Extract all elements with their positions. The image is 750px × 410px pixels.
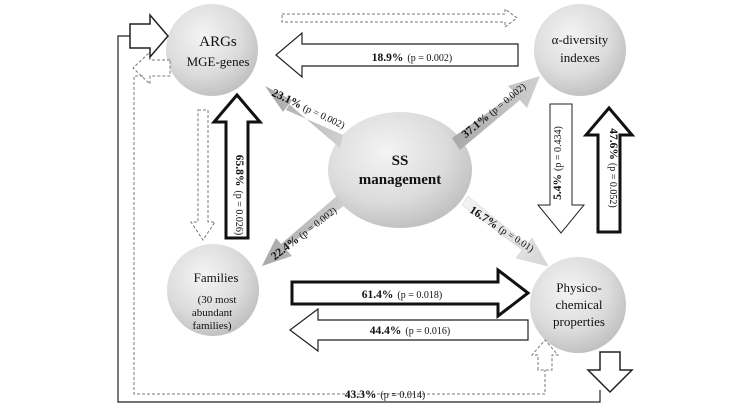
label-physico-to-args: 43.3%(p = 0.014) [345,389,425,401]
dashed-arrow-args-to-alpha [281,8,518,28]
label-alpha-to-physico: 5.4%(p = 0.434) [552,126,564,200]
label-ss-to-physico: 16.7%(p = 0.01) [467,204,536,255]
arrow-ss-to-physico [461,195,549,267]
mge-genes-label: MGE-genes [187,54,250,69]
label-ss-to-alpha: 37.1%(p = 0.002) [460,81,529,141]
arrow-ss-to-alpha [452,76,540,150]
arrow-alpha-to-args [275,31,519,79]
physico-label-1: Physico- [556,280,602,295]
label-physico-to-alpha: 47.6%(p = 0.052) [607,128,619,207]
arrow-alpha-to-physico [536,103,586,234]
arrow-ss-to-args [265,86,343,148]
families-sub1: (30 most [198,294,237,306]
families-sub2: abundant [192,307,232,319]
ss-label: SS [392,153,409,169]
arrow-loop-into-args [129,12,169,60]
physico-label-3: properties [553,314,605,329]
physico-chemical-node [530,257,626,353]
arrow-families-to-physico [290,266,531,320]
label-families-to-physico: 61.4%(p = 0.018) [362,289,442,301]
dashed-arrow-args-to-families [190,109,216,241]
arrow-out-of-physico [586,351,634,394]
families-node [167,244,259,336]
alpha-label: α-diversity [552,32,609,47]
arrow-physico-to-alpha [582,105,636,234]
alpha-diversity-node [534,4,626,96]
ss-management-node [328,112,472,228]
arrow-physico-to-families [289,307,529,353]
loop-line-physico-to-args [117,35,601,403]
management-label: management [359,172,442,188]
families-sub3: families) [192,320,231,332]
dashed-loop-line [133,75,546,395]
indexes-label: indexes [560,50,600,65]
dashed-arrow-into-physico [530,339,560,371]
args-label: ARGs [199,34,237,50]
dashed-arrow-small-left-args [132,50,171,86]
arrow-ss-to-families [262,195,345,266]
label-families-to-args: 65.8%(p = 0.026) [233,155,245,235]
label-physico-to-families: 44.4%(p = 0.016) [370,325,450,337]
label-ss-to-families: 22.4%(p = 0.002) [269,204,339,262]
families-label: Families [194,270,239,285]
physico-label-2: chemical [556,297,603,312]
label-alpha-to-args: 18.9%(p = 0.002) [372,52,452,64]
args-node [166,4,258,96]
arrow-families-to-args [210,92,264,240]
